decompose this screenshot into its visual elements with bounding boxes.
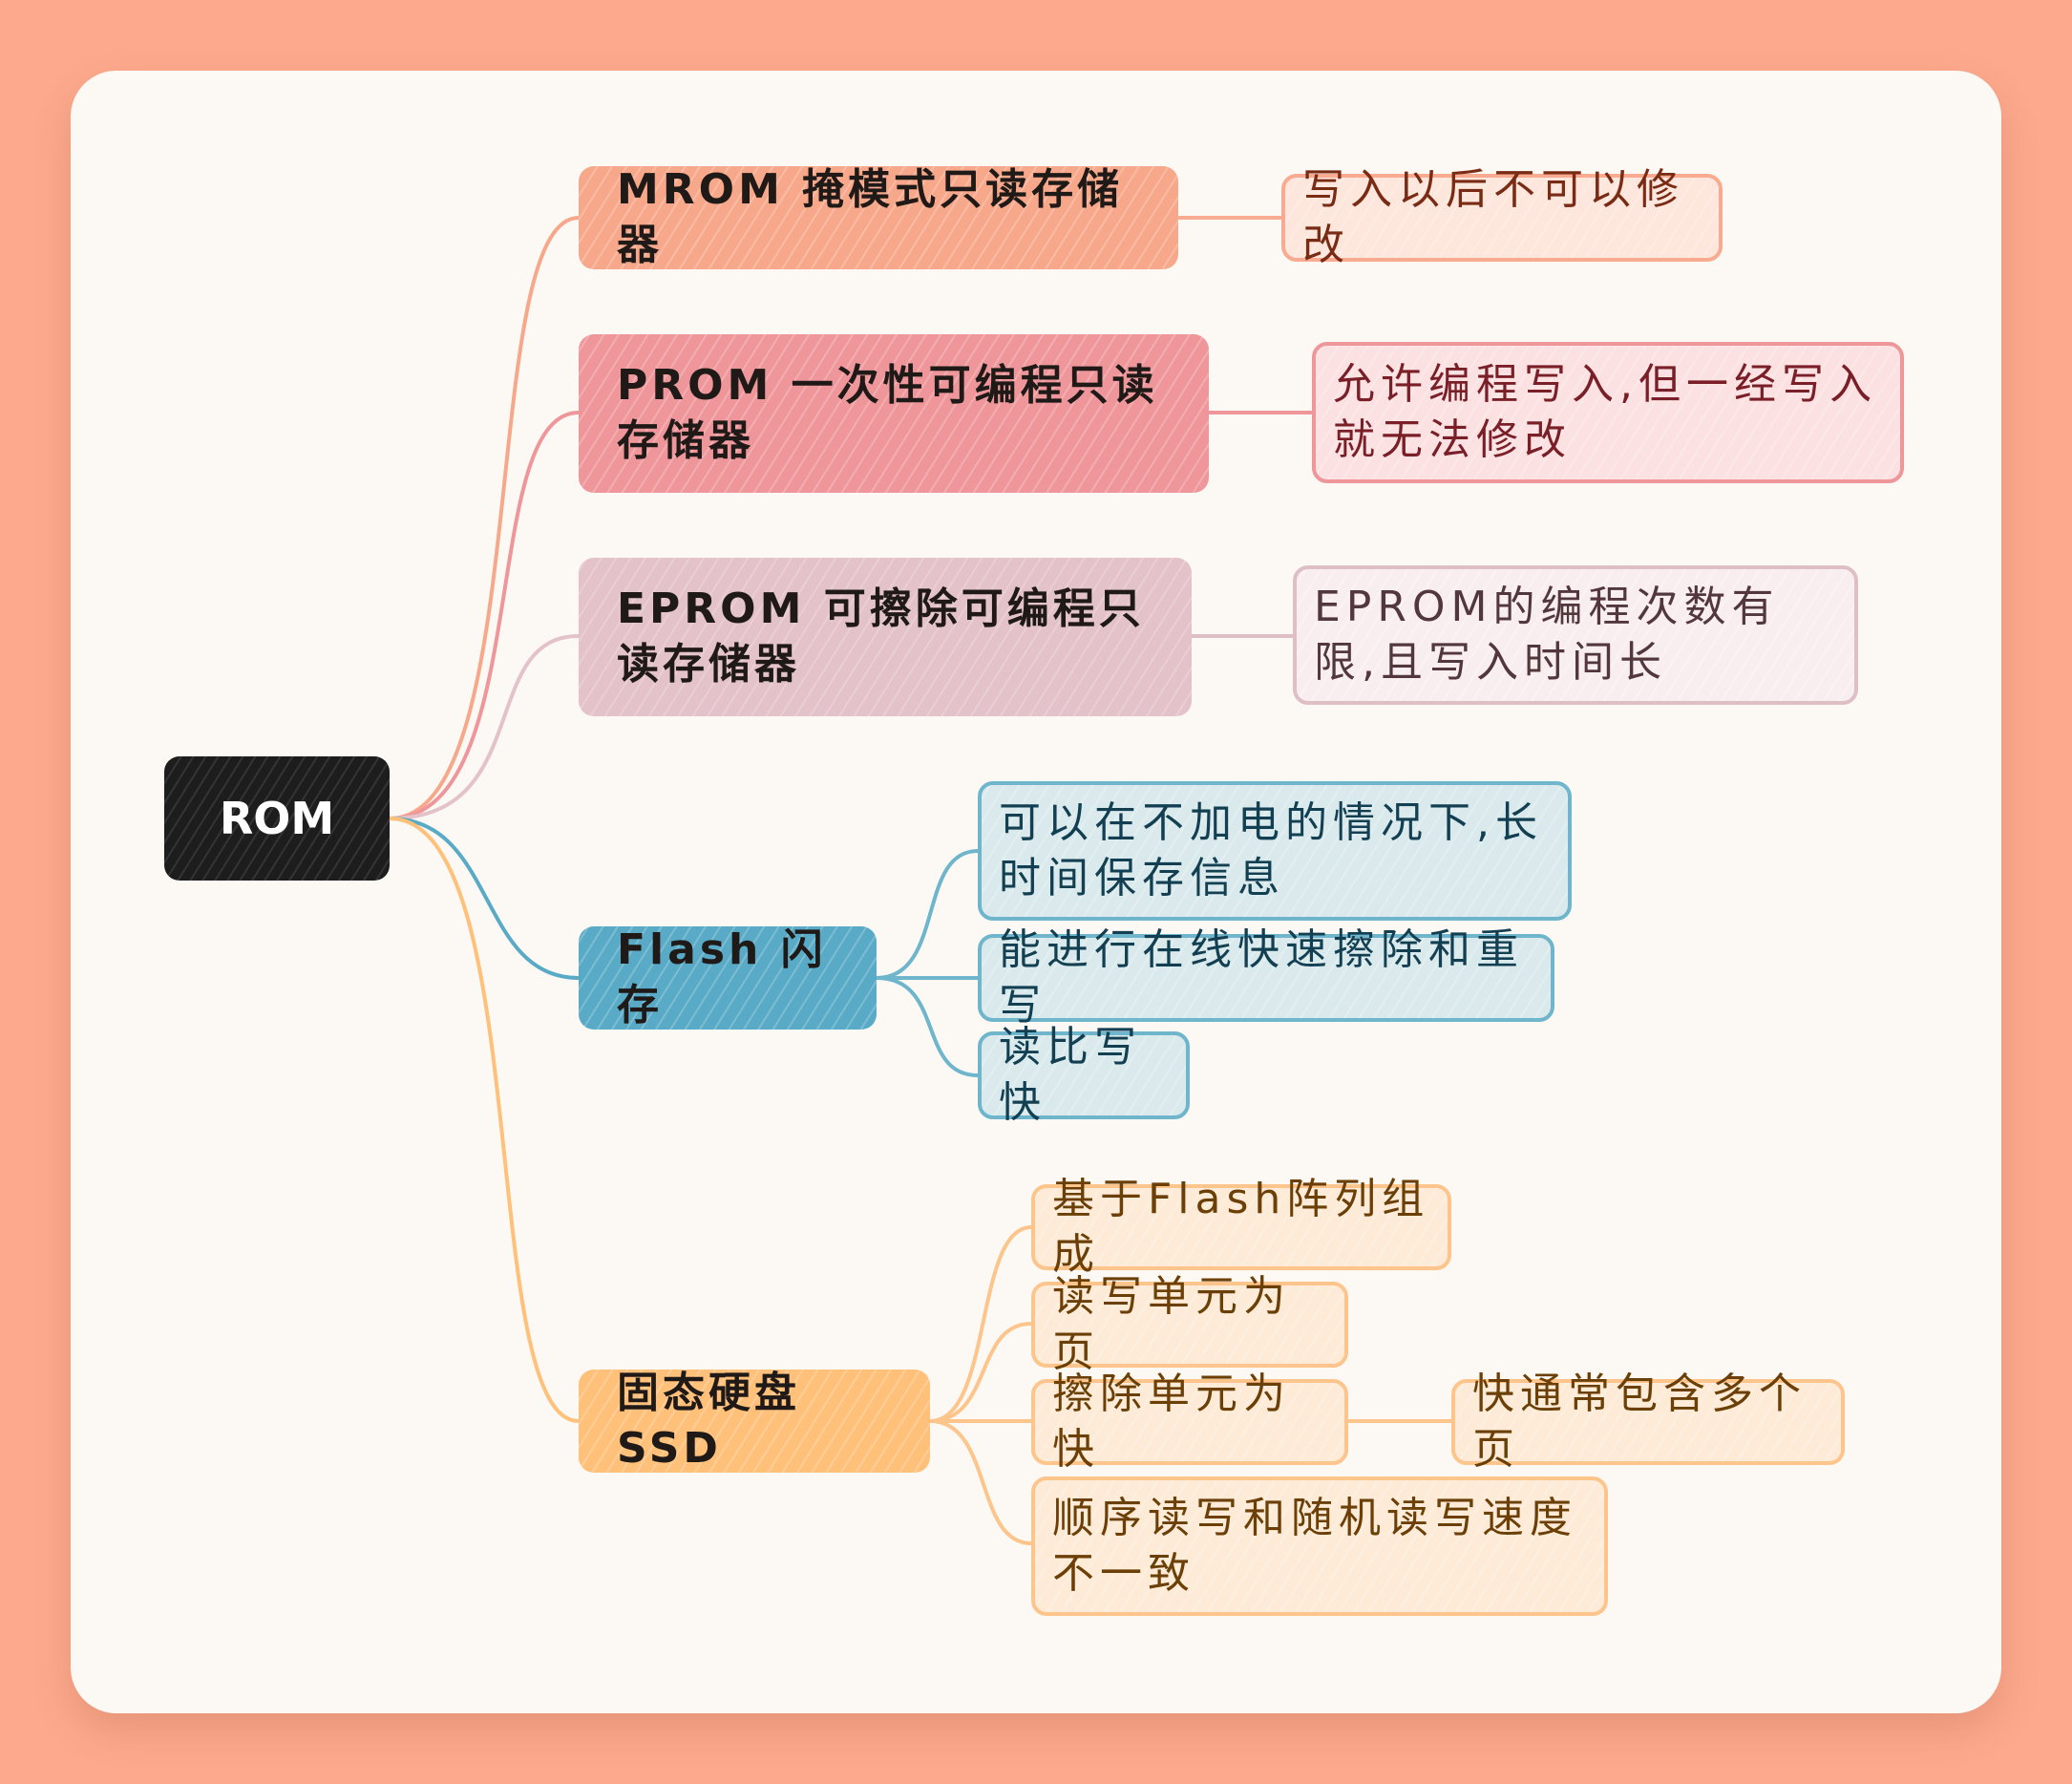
link-flash-1 [875, 849, 980, 980]
link-root-prom [388, 411, 581, 820]
link-root-flash [388, 817, 581, 980]
leaf-ssd-4[interactable]: 顺序读写和随机读写速度不一致 [1031, 1476, 1608, 1616]
leaf-flash-2-label: 能进行在线快速擦除和重写 [999, 925, 1524, 1030]
leaf-ssd-3-1-label: 快通常包含多个页 [1472, 1370, 1807, 1474]
root-label: ROM [219, 793, 335, 844]
leaf-flash-1-label: 可以在不加电的情况下,长时间保存信息 [999, 798, 1543, 903]
link-root-eprom [388, 634, 581, 820]
leaf-ssd-3[interactable]: 擦除单元为 快 [1031, 1370, 1348, 1474]
topic-flash-label: Flash 闪存 [617, 925, 827, 1030]
leaf-flash-3[interactable]: 读比写快 [978, 1023, 1190, 1127]
topic-eprom[interactable]: EPROM 可擦除可编程只读存储器 [579, 558, 1192, 716]
leaf-flash-1[interactable]: 可以在不加电的情况下,长时间保存信息 [978, 781, 1572, 921]
leaf-ssd-3-label: 擦除单元为 快 [1052, 1370, 1291, 1474]
leaf-ssd-2-label: 读写单元为 页 [1052, 1272, 1291, 1376]
link-ssd-4 [928, 1419, 1033, 1545]
leaf-flash-2[interactable]: 能进行在线快速擦除和重写 [978, 925, 1554, 1030]
leaf-prom-1[interactable]: 允许编程写入,但一经写入就无法修改 [1312, 342, 1904, 483]
leaf-ssd-1-label: 基于Flash阵列组成 [1052, 1175, 1430, 1279]
topic-mrom-label: MROM 掩模式只读存储器 [617, 165, 1124, 269]
leaf-prom-1-label: 允许编程写入,但一经写入就无法修改 [1333, 360, 1877, 464]
leaf-mrom-1[interactable]: 写入以后不可以修改 [1281, 165, 1723, 269]
topic-eprom-label: EPROM 可擦除可编程只读存储器 [617, 584, 1145, 689]
leaf-flash-3-label: 读比写快 [999, 1023, 1142, 1127]
link-flash-3 [875, 976, 980, 1077]
leaf-ssd-4-label: 顺序读写和随机读写速度不一致 [1052, 1494, 1577, 1598]
topic-ssd[interactable]: 固态硬盘SSD [579, 1369, 930, 1473]
leaf-eprom-1-label: EPROM的编程次数有限,且写入时间长 [1314, 583, 1780, 687]
link-ssd-2 [928, 1322, 1033, 1423]
topic-flash[interactable]: Flash 闪存 [579, 925, 877, 1030]
leaf-ssd-2[interactable]: 读写单元为 页 [1031, 1272, 1348, 1376]
link-root-mrom [388, 216, 581, 820]
leaf-ssd-3-1[interactable]: 快通常包含多个页 [1451, 1370, 1845, 1474]
topic-prom-label: PROM 一次性可编程只读存储器 [617, 361, 1158, 465]
root-node[interactable]: ROM [164, 756, 390, 881]
link-ssd-1 [928, 1225, 1033, 1423]
topic-ssd-label: 固态硬盘SSD [617, 1369, 800, 1473]
leaf-ssd-1[interactable]: 基于Flash阵列组成 [1031, 1175, 1451, 1279]
topic-prom[interactable]: PROM 一次性可编程只读存储器 [579, 334, 1209, 493]
leaf-eprom-1[interactable]: EPROM的编程次数有限,且写入时间长 [1293, 565, 1858, 705]
leaf-mrom-1-label: 写入以后不可以修改 [1302, 165, 1684, 269]
topic-mrom[interactable]: MROM 掩模式只读存储器 [579, 165, 1178, 269]
link-root-ssd [388, 817, 581, 1423]
